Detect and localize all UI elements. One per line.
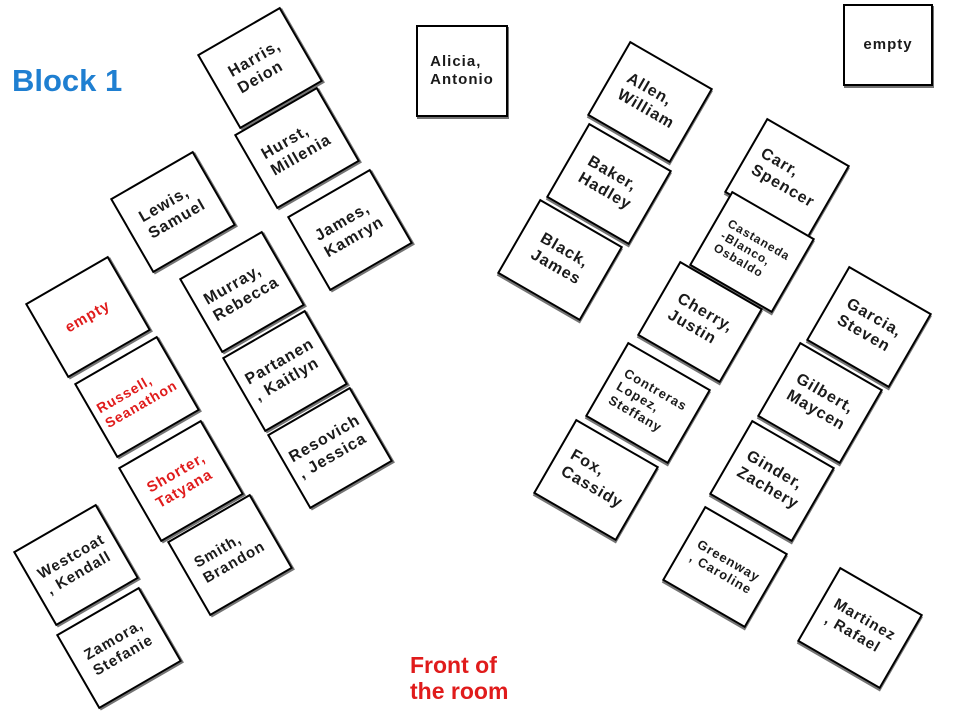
desk-label: Greenway , Caroline: [687, 536, 764, 598]
desk-label: Murray, Rebecca: [201, 262, 283, 325]
desk-label: Partanen , Kaitlyn: [242, 335, 323, 405]
desk-label: Zamora, Stefanie: [81, 616, 157, 680]
desk-label: Carr, Spencer: [748, 145, 818, 212]
desk-label: Harris, Deion: [225, 37, 287, 98]
front-of-room-label: Front of the room: [410, 652, 509, 705]
desk-label: Smith, Brandon: [191, 530, 269, 587]
desk-label: Hurst, Millenia: [258, 122, 335, 180]
desk-martinez-rafael: Martinez , Rafael: [796, 566, 924, 690]
desk-label: Fox, Cassidy: [557, 446, 626, 512]
desk-label: Resovich , Jessica: [286, 411, 370, 483]
desk-label: Russell, Seanathon: [93, 371, 180, 432]
desk-label: Cherry, Justin: [664, 290, 737, 348]
desk-label: Baker, Hadley: [575, 153, 640, 214]
desk-label: Martinez , Rafael: [821, 595, 899, 657]
desk-label: Contreras Lopez, Steffany: [606, 365, 690, 435]
desk-label: James, Kamryn: [312, 199, 387, 262]
desk-alicia-antonio: Alicia, Antonio: [416, 25, 508, 117]
desk-label: Gilbert, Maycen: [783, 370, 857, 434]
desk-label: Ginder, Zachery: [733, 447, 806, 513]
desk-label: Alicia, Antonio: [430, 53, 494, 88]
desk-label: Westcoat , Kendall: [34, 531, 115, 599]
desk-empty-top-right: empty: [843, 4, 933, 86]
desk-lewis-samuel: Lewis, Samuel: [109, 150, 237, 274]
desk-label: Lewis, Samuel: [136, 183, 209, 243]
desk-label: Garcia, Steven: [833, 295, 905, 356]
desk-label: Castaneda -Blanco, Osbaldo: [711, 216, 793, 281]
desk-label: empty: [863, 36, 913, 54]
desk-label: empty: [62, 297, 114, 337]
desk-label: Shorter, Tatyana: [144, 449, 216, 512]
desk-label: Black, James: [527, 229, 592, 289]
block-title: Block 1: [12, 63, 123, 98]
desk-label: Allen, William: [614, 69, 678, 133]
